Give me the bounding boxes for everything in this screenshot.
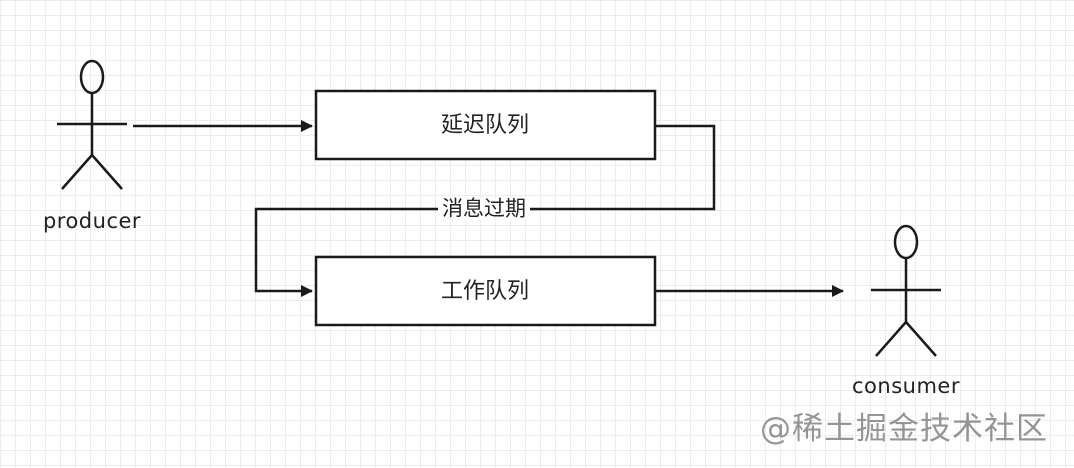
delay-queue-box — [314, 89, 657, 161]
work-queue-box — [314, 255, 657, 327]
watermark-text: @稀土掘金技术社区 — [760, 411, 1048, 447]
delay-queue-label: 延迟队列 — [440, 113, 530, 138]
producer-actor-icon — [57, 59, 127, 190]
expire-edge-label: 消息过期 — [438, 198, 530, 220]
producer-label: producer — [42, 209, 142, 233]
consumer-label: consumer — [852, 374, 960, 398]
consumer-actor-icon — [871, 224, 941, 357]
work-queue-label: 工作队列 — [440, 279, 530, 304]
